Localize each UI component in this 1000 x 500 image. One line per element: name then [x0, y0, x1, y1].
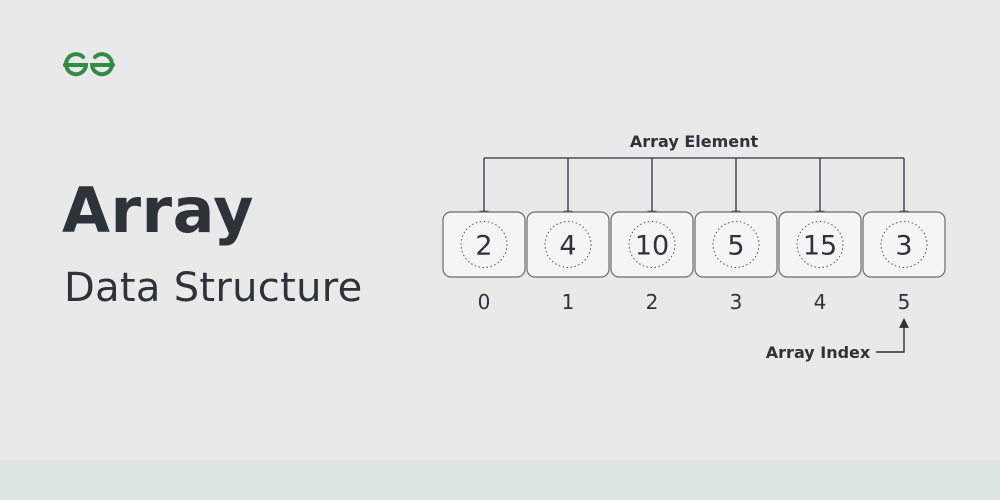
array-cells: 2 4 10 5 15 3: [442, 211, 946, 278]
array-cell: 5: [694, 211, 778, 278]
array-cell: 2: [442, 211, 526, 278]
array-index-value: 3: [730, 290, 743, 314]
array-cell: 3: [862, 211, 946, 278]
array-cell: 15: [778, 211, 862, 278]
array-cell-ring: [544, 221, 592, 268]
array-index-value: 5: [898, 290, 911, 314]
array-cell-value: 3: [895, 231, 912, 262]
array-cell-box: [778, 211, 862, 278]
array-cell-ring: [460, 221, 508, 268]
array-index-value: 1: [562, 290, 575, 314]
array-cell: 10: [610, 211, 694, 278]
array-cell-box: [862, 211, 946, 278]
array-cell-ring: [628, 221, 676, 268]
array-cell-box: [610, 211, 694, 278]
array-cell-value: 5: [727, 231, 744, 262]
page-title: Array: [62, 174, 254, 247]
index-pointer-arrow: [876, 318, 909, 353]
array-index-value: 4: [814, 290, 827, 314]
array-cell-ring: [796, 221, 844, 268]
array-index-label: Array Index: [766, 343, 871, 362]
array-cell: 4: [526, 211, 610, 278]
geeksforgeeks-logo-icon: [63, 52, 115, 77]
array-indices: 0 1 2 3 4 5: [478, 290, 911, 314]
array-element-label: Array Element: [630, 132, 759, 151]
page-subtitle: Data Structure: [64, 265, 363, 311]
array-cell-ring: [712, 221, 760, 268]
array-index-pointer: Array Index: [766, 318, 909, 362]
array-cell-box: [694, 211, 778, 278]
element-connectors: [479, 157, 909, 220]
array-cell-value: 4: [559, 231, 576, 262]
footer-band: [0, 460, 1000, 500]
array-cell-box: [526, 211, 610, 278]
array-cell-value: 10: [635, 231, 669, 262]
array-cell-box: [442, 211, 526, 278]
array-index-value: 0: [478, 290, 491, 314]
array-cell-value: 2: [475, 231, 492, 262]
array-cell-value: 15: [803, 231, 837, 262]
array-cell-ring: [880, 221, 928, 268]
array-index-value: 2: [646, 290, 659, 314]
